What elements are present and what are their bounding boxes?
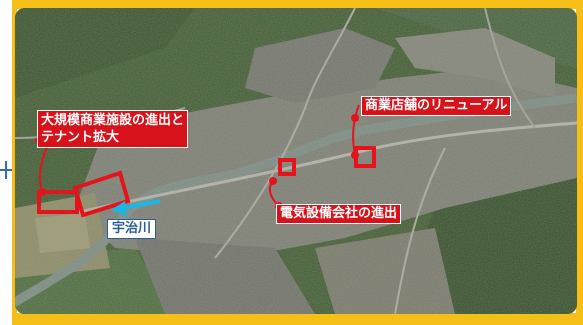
arrow-left-icon — [111, 199, 161, 216]
facility-outline — [72, 170, 131, 218]
plus-icon — [0, 158, 12, 182]
annotation-large-commercial: 大規模商業施設の進出と テナント拡大 — [37, 110, 189, 148]
facility-outline — [278, 158, 296, 176]
facility-outline — [37, 190, 79, 214]
facility-outline — [354, 146, 376, 168]
frame-left — [12, 0, 17, 325]
annotation-electrical-company: 電気設備会社の進出 — [276, 204, 402, 224]
frame-top — [14, 0, 579, 9]
river-label: 宇治川 — [107, 219, 157, 239]
marker-dot — [351, 114, 359, 122]
frame-right — [576, 0, 583, 325]
aerial-photo — [15, 8, 577, 314]
annotation-line: 大規模商業施設の進出と — [41, 113, 185, 128]
aerial-map[interactable] — [15, 8, 577, 314]
frame-bottom — [14, 313, 579, 325]
annotation-store-renewal: 商業店舗のリニューアル — [361, 96, 512, 116]
marker-dot — [269, 177, 277, 185]
annotation-line: テナント拡大 — [41, 130, 120, 145]
